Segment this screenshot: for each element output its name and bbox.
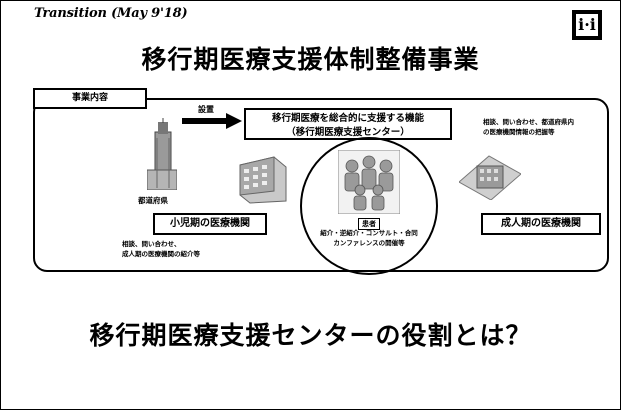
logo-icon: i·i — [572, 10, 602, 40]
arrow-icon — [182, 113, 242, 129]
adult-hospital-icon — [459, 155, 521, 200]
right-note: 相談、問い合わせ、都道府県内 の医療機関情報の把握等 — [483, 118, 574, 136]
prefecture-label: 都道府県 — [138, 196, 168, 205]
collaboration-circle — [300, 137, 438, 275]
patient-label: 患者 — [358, 218, 380, 230]
question-heading: 移行期医療支援センターの役割とは？ — [89, 321, 532, 350]
transition-label: Transition (May 9'18) — [34, 6, 188, 21]
people-group-icon — [338, 150, 400, 214]
circle-description: 紹介・逆紹介・コンサルト・合同 カンファレンスの開催等 — [320, 229, 418, 247]
prefecture-building-icon — [147, 118, 177, 190]
content-tag: 事業内容 — [33, 88, 147, 109]
adult-hospital-label: 成人期の医療機関 — [481, 213, 601, 235]
arrow-label: 設置 — [198, 105, 214, 114]
pediatric-hospital-label: 小児期の医療機関 — [153, 213, 267, 235]
pediatric-hospital-icon — [239, 156, 287, 204]
center-line-2: （移行期医療支援センター） — [286, 127, 410, 138]
center-function-box: 移行期医療を総合的に支援する機能 （移行期医療支援センター） — [244, 108, 452, 140]
diagram-container — [33, 98, 609, 272]
center-line-1: 移行期医療を総合的に支援する機能 — [271, 113, 424, 124]
left-note: 相談、問い合わせ、 成人期の医療機関の紹介等 — [122, 240, 200, 258]
slide-title: 移行期医療支援体制整備事業 — [141, 45, 480, 74]
